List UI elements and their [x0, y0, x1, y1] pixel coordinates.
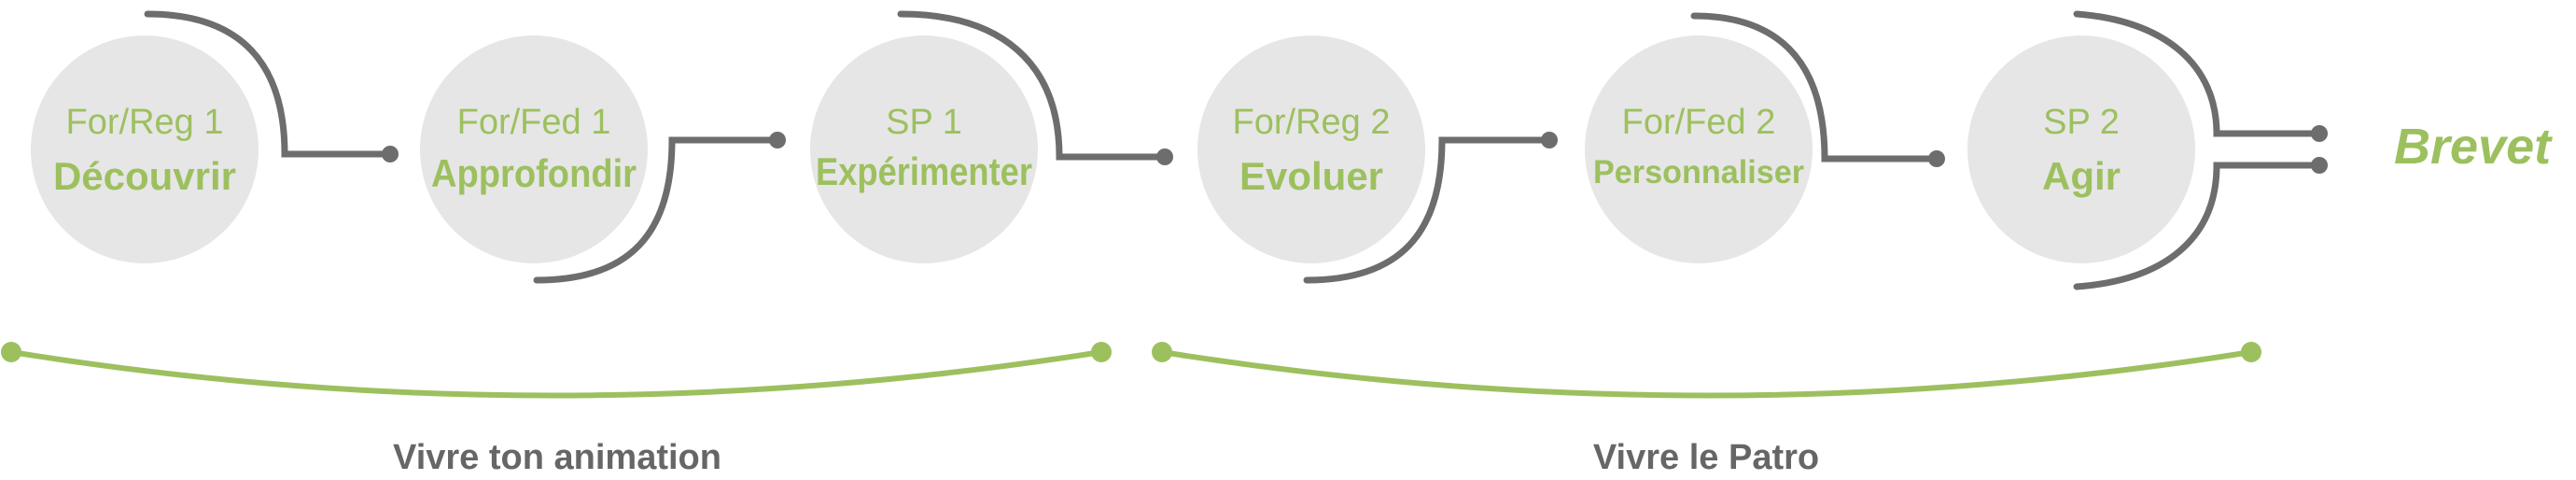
- bracket-1-label: Vivre ton animation: [393, 438, 721, 477]
- bracket-1-end-dot: [1091, 342, 1112, 362]
- bracket-line-2: [1159, 349, 2254, 399]
- goal-label: Brevet: [2394, 119, 2553, 175]
- step-circle-5: [1585, 35, 1813, 263]
- bracket-2-label: Vivre le Patro: [1593, 438, 1819, 477]
- step-2-code: For/Fed 1: [457, 103, 611, 142]
- step-circle-3: [810, 35, 1038, 263]
- step-4-name: Evoluer: [1239, 154, 1383, 198]
- step-1-name: Découvrir: [53, 154, 236, 198]
- step-circle-1: [31, 35, 259, 263]
- connector-2-3: [533, 136, 781, 284]
- step-6-name: Agir: [2042, 154, 2121, 198]
- connector-dot-6-goal-bottom: [2311, 157, 2328, 174]
- connector-4-5: [1303, 136, 1553, 284]
- connector-dot-1-2: [382, 146, 399, 162]
- connector-3-4: [897, 10, 1169, 161]
- step-3-name: Expérimenter: [816, 149, 1032, 193]
- step-circle-4: [1197, 35, 1425, 263]
- connector-5-6: [1690, 12, 1940, 162]
- connector-dot-3-4: [1156, 148, 1173, 165]
- step-2-name: Approfondir: [431, 151, 637, 195]
- connector-dot-6-goal-top: [2311, 125, 2328, 142]
- step-circle-6: [1967, 35, 2195, 263]
- step-6-code: SP 2: [2043, 103, 2120, 142]
- step-circle-2: [420, 35, 648, 263]
- connector-1-2: [144, 10, 394, 158]
- step-5-code: For/Fed 2: [1622, 103, 1776, 142]
- bracket-1-start-dot: [1, 342, 21, 362]
- bracket-2-start-dot: [1152, 342, 1172, 362]
- step-5-name: Personnaliser: [1593, 154, 1804, 191]
- connector-dot-5-6: [1928, 150, 1945, 167]
- connector-6-goal-top: [2073, 10, 2323, 137]
- bracket-line-1: [8, 349, 1104, 399]
- step-3-code: SP 1: [886, 103, 962, 142]
- connector-dot-2-3: [769, 132, 786, 148]
- bracket-2-end-dot: [2241, 342, 2261, 362]
- connector-dot-4-5: [1541, 132, 1558, 148]
- step-4-code: For/Reg 2: [1233, 103, 1391, 142]
- step-1-code: For/Reg 1: [66, 103, 224, 142]
- connector-6-goal-bottom: [2073, 162, 2323, 290]
